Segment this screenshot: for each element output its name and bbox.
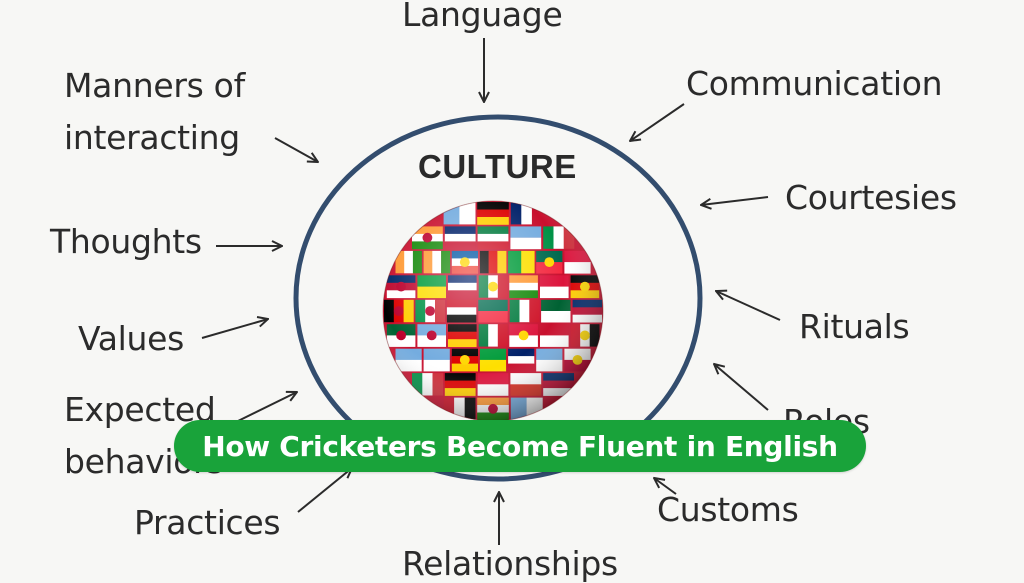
culture-ellipse: [293, 114, 703, 482]
flag-globe-image: [383, 201, 603, 421]
arrow-practices: [297, 468, 352, 513]
arrow-customs: [654, 478, 677, 495]
label-communication: Communication: [686, 64, 943, 103]
label-manners-of-interacting: Manners of interacting: [64, 60, 245, 164]
culture-title: CULTURE: [418, 148, 577, 185]
title-banner: How Cricketers Become Fluent in English: [174, 420, 866, 472]
arrow-values: [201, 319, 268, 339]
label-values: Values: [78, 319, 185, 358]
label-courtesies: Courtesies: [785, 178, 957, 217]
arrow-courtesies: [701, 196, 769, 205]
label-rituals: Rituals: [799, 307, 910, 346]
label-thoughts: Thoughts: [50, 222, 202, 261]
label-relationships: Relationships: [402, 544, 618, 583]
arrow-rituals: [716, 291, 781, 321]
label-manners-line2: interacting: [64, 118, 240, 157]
label-practices: Practices: [134, 503, 281, 542]
arrow-communication: [630, 103, 685, 141]
label-manners-line1: Manners of: [64, 66, 245, 105]
label-language: Language: [402, 0, 563, 34]
label-customs: Customs: [657, 490, 799, 529]
arrow-roles: [714, 364, 769, 411]
arrows: [201, 38, 781, 545]
arrow-expected: [237, 392, 297, 422]
arrow-manners: [274, 137, 318, 162]
